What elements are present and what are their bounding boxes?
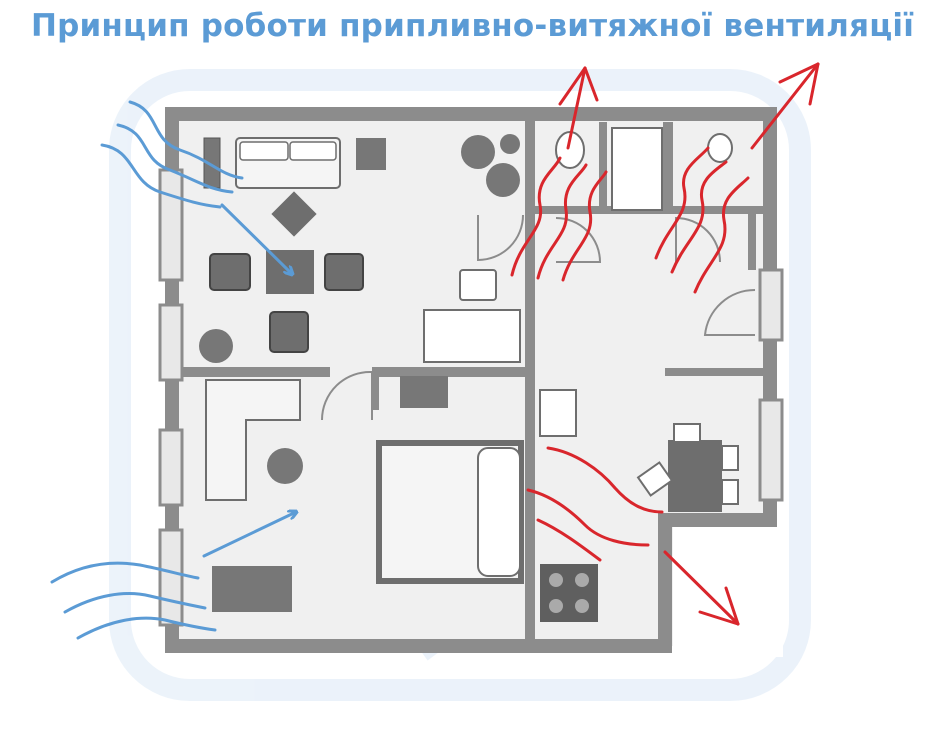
page-title: Принцип роботи припливно-витяжної вентил… — [30, 8, 915, 44]
supply-air-flow — [50, 100, 296, 640]
exhaust-air-flow — [510, 62, 820, 626]
bedroom-furniture — [205, 376, 524, 612]
bathroom-kitchen-fixtures — [539, 127, 739, 622]
living-room-furniture — [199, 134, 521, 363]
